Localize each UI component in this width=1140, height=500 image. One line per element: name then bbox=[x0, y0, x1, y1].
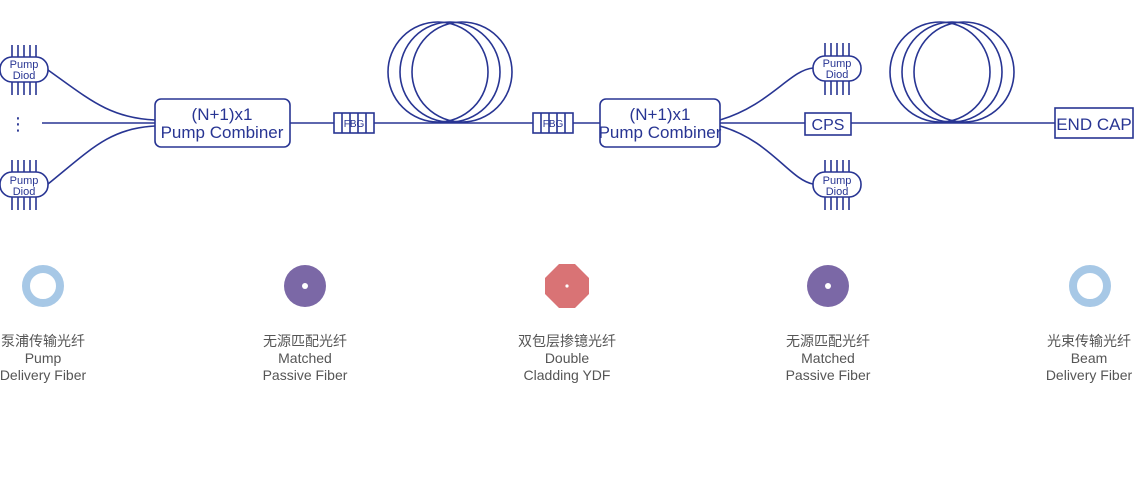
svg-text:Diod: Diod bbox=[826, 69, 849, 81]
fiber-label-matched-2: 无源匹配光纤 Matched Passive Fiber bbox=[785, 333, 871, 383]
output-coil bbox=[889, 21, 1015, 123]
svg-text:Pump: Pump bbox=[823, 175, 852, 187]
pump-diode-top-right: Pump Diod bbox=[812, 43, 862, 95]
svg-text:FBG: FBG bbox=[344, 119, 365, 130]
pump-fiber-bottom bbox=[47, 125, 156, 185]
pump-label-line1: Pump bbox=[10, 59, 39, 71]
svg-text:Pump: Pump bbox=[823, 58, 852, 70]
ydf-fiber-icon bbox=[545, 264, 589, 308]
svg-text:FBG: FBG bbox=[543, 119, 564, 130]
pump-fiber-right-bottom bbox=[719, 125, 814, 185]
pump-combiner-1: (N+1)x1 Pump Combiner bbox=[154, 98, 291, 148]
cps-box: CPS bbox=[804, 112, 852, 136]
fbg-2: FBG bbox=[532, 112, 574, 134]
pump-combiner-2: (N+1)x1 Pump Combiner bbox=[599, 98, 722, 148]
matched-fiber-icon-2 bbox=[807, 265, 849, 307]
svg-text:Pump Combiner: Pump Combiner bbox=[599, 123, 722, 142]
svg-text:Diod: Diod bbox=[826, 186, 849, 198]
pump-diode-top-left: Pump Diod bbox=[0, 45, 49, 95]
fiber-label-ydf: 双包层掺镱光纤 Double Cladding YDF bbox=[518, 333, 616, 383]
fiber-label-pump-delivery: 泵浦传输光纤 Pump Delivery Fiber bbox=[0, 333, 87, 383]
pump-diode-bottom-left: Pump Diod bbox=[0, 160, 49, 210]
svg-text:(N+1)x1: (N+1)x1 bbox=[192, 105, 253, 124]
svg-text:CPS: CPS bbox=[812, 117, 845, 134]
pump-label-line1: Pump bbox=[10, 175, 39, 187]
ydf-coil bbox=[387, 21, 513, 123]
pump-fiber-icon bbox=[22, 265, 64, 307]
fiber-label-matched-1: 无源匹配光纤 Matched Passive Fiber bbox=[262, 333, 348, 383]
fbg-1: FBG bbox=[333, 112, 375, 134]
pump-fiber-right-top bbox=[719, 67, 814, 121]
ellipsis-vertical: ⋮ bbox=[9, 114, 27, 134]
fiber-label-beam-delivery: 光束传输光纤 Beam Delivery Fiber bbox=[1045, 333, 1133, 383]
svg-text:END CAP: END CAP bbox=[1056, 115, 1132, 134]
end-cap: END CAP bbox=[1054, 107, 1134, 139]
matched-fiber-icon-1 bbox=[284, 265, 326, 307]
pump-label-line2: Diod bbox=[13, 186, 36, 198]
beam-fiber-icon bbox=[1069, 265, 1111, 307]
svg-text:(N+1)x1: (N+1)x1 bbox=[630, 105, 691, 124]
pump-label-line2: Diod bbox=[13, 70, 36, 82]
svg-text:Pump Combiner: Pump Combiner bbox=[161, 123, 284, 142]
pump-fiber-top bbox=[47, 69, 156, 121]
pump-diode-bottom-right: Pump Diod bbox=[812, 160, 862, 210]
